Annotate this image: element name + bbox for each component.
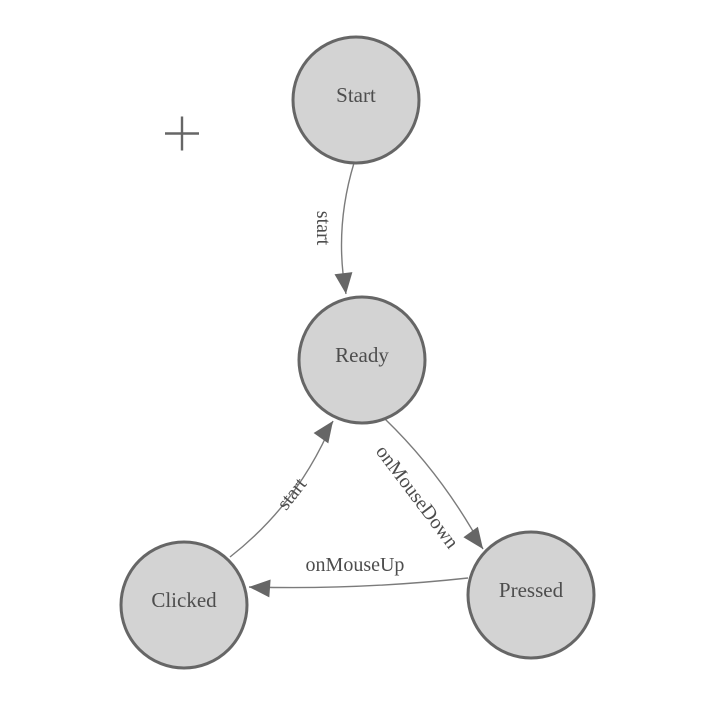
edge-pressed-to-clicked: onMouseUp — [248, 554, 469, 598]
state-label-pressed: Pressed — [499, 578, 564, 602]
arrowhead-ready-to-pressed — [463, 526, 483, 549]
state-circle-start[interactable] — [291, 35, 421, 165]
state-node-pressed[interactable]: Pressed — [466, 530, 596, 660]
edge-start-to-ready: start — [312, 162, 355, 295]
edge-label-start-to-ready: start — [312, 211, 334, 246]
state-node-ready[interactable]: Ready — [297, 295, 427, 425]
state-node-clicked[interactable]: Clicked — [119, 540, 249, 670]
state-label-ready: Ready — [335, 343, 389, 367]
edge-ready-to-pressed: onMouseDown — [371, 418, 484, 553]
edge-label-pressed-to-clicked: onMouseUp — [306, 554, 405, 576]
edge-label-ready-to-pressed: onMouseDown — [371, 441, 463, 553]
state-circle-ready[interactable] — [297, 295, 427, 425]
state-node-start[interactable]: Start — [291, 35, 421, 165]
edge-label-clicked-to-ready: start — [273, 473, 312, 514]
arrowhead-pressed-to-clicked — [249, 579, 271, 598]
arrowhead-start-to-ready — [334, 272, 353, 294]
edge-clicked-to-ready: start — [229, 420, 334, 558]
edge-line-pressed-to-clicked[interactable] — [248, 577, 469, 589]
state-circle-clicked[interactable] — [119, 540, 249, 670]
state-label-start: Start — [336, 83, 376, 107]
state-label-clicked: Clicked — [151, 588, 217, 612]
state-circle-pressed[interactable] — [466, 530, 596, 660]
origin-crosshair-icon — [165, 116, 199, 151]
arrowhead-clicked-to-ready — [313, 421, 333, 444]
